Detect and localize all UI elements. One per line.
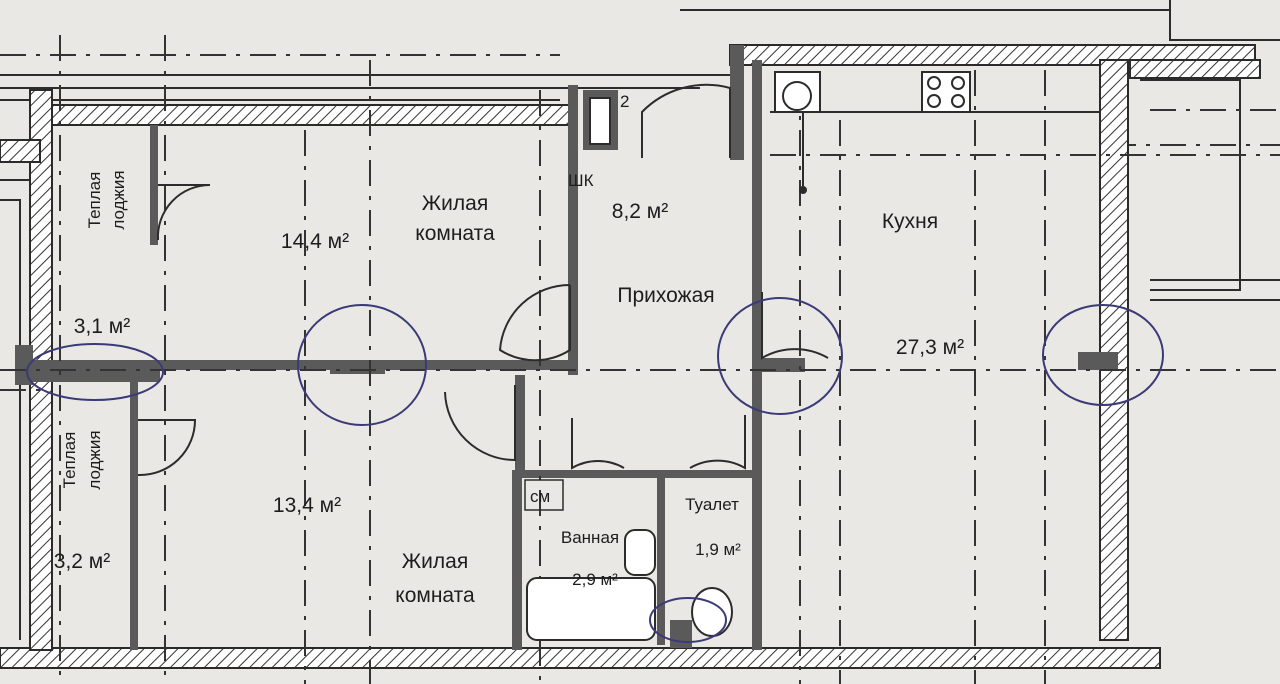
hand-drawn-marks xyxy=(26,297,1164,643)
washer-marker: см xyxy=(530,487,550,506)
shaft-marker: 2 xyxy=(620,92,629,111)
doors xyxy=(137,83,829,477)
room-labels: Жилая комната 14,4 м² Теплая лоджия 3,1 … xyxy=(54,92,964,607)
loggia1-name-1: Теплая xyxy=(85,172,104,229)
loggia2-name-1: Теплая xyxy=(60,432,79,489)
sink-icon xyxy=(774,71,821,113)
fixtures xyxy=(524,71,1100,641)
loggia2-area: 3,2 м² xyxy=(54,550,110,573)
toilet-icon xyxy=(691,587,733,637)
loggia1-name-2: лоджия xyxy=(109,170,128,229)
loggia1-area: 3,1 м² xyxy=(74,315,130,338)
loggia2-name-2: лоджия xyxy=(85,430,104,489)
kitchen-name: Кухня xyxy=(882,210,938,233)
living2-name-2: комната xyxy=(395,584,475,607)
wardrobe-marker: ШК xyxy=(568,171,594,190)
living1-name-2: комната xyxy=(415,222,495,245)
living2-area: 13,4 м² xyxy=(273,494,341,517)
toilet-name: Туалет xyxy=(685,495,739,514)
kitchen-area: 27,3 м² xyxy=(896,336,964,359)
bath-name: Ванная xyxy=(561,528,619,547)
living2-name-1: Жилая xyxy=(402,550,468,573)
axis-lines xyxy=(0,35,1280,684)
washbasin-icon xyxy=(624,529,656,576)
toilet-area: 1,9 м² xyxy=(695,540,741,559)
bath-area: 2,9 м² xyxy=(572,570,618,589)
hall-name: Прихожая xyxy=(617,284,714,307)
living1-name-1: Жилая xyxy=(422,192,488,215)
background-lines xyxy=(0,0,1280,640)
living1-area: 14,4 м² xyxy=(281,230,349,253)
hall-area: 8,2 м² xyxy=(612,200,668,223)
